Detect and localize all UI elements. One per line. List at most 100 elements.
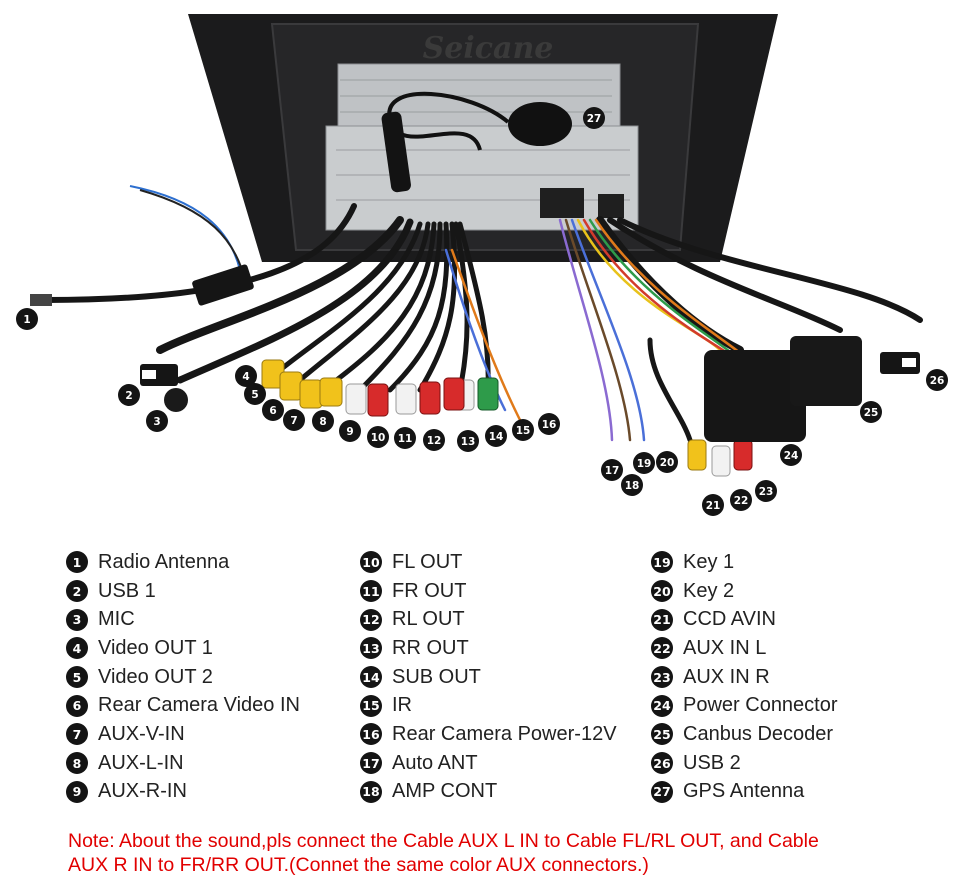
legend-label: Video OUT 2 bbox=[98, 665, 213, 688]
legend-label: GPS Antenna bbox=[683, 780, 805, 803]
chassis-top bbox=[337, 63, 621, 131]
callout-circle bbox=[118, 384, 140, 406]
number-badge: 1 bbox=[66, 551, 88, 574]
callout-circle bbox=[755, 480, 777, 502]
callout-number: 2 bbox=[125, 390, 132, 402]
legend-item: 5 Video OUT 2 bbox=[66, 663, 300, 692]
number-badge: 21 bbox=[651, 608, 673, 631]
legend-label: AMP CONT bbox=[392, 780, 498, 803]
legend-label: AUX-V-IN bbox=[98, 722, 185, 745]
number-badge: 24 bbox=[651, 694, 673, 717]
legend-label: Video OUT 1 bbox=[98, 636, 213, 659]
number-badge: 6 bbox=[66, 694, 88, 717]
callout-24: 24 bbox=[780, 444, 802, 466]
callout-number: 12 bbox=[427, 435, 442, 447]
sound-note: Note: About the sound,pls connect the Ca… bbox=[68, 829, 948, 877]
legend-item: 6 Rear Camera Video IN bbox=[66, 691, 300, 720]
legend-label: Canbus Decoder bbox=[683, 722, 834, 745]
legend-item: 23 AUX IN R bbox=[651, 663, 838, 692]
number-badge: 3 bbox=[66, 608, 88, 631]
callout-circle bbox=[235, 365, 257, 387]
callout-number: 11 bbox=[398, 433, 413, 445]
callout-23: 23 bbox=[755, 480, 777, 502]
number-badge: 14 bbox=[360, 666, 382, 689]
callout-17: 17 bbox=[601, 459, 623, 481]
legend-label: MIC bbox=[98, 608, 135, 631]
legend-label: Rear Camera Video IN bbox=[98, 694, 300, 717]
callout-circle bbox=[244, 383, 266, 405]
legend-item: 13 RR OUT bbox=[360, 634, 617, 663]
callout-number: 25 bbox=[864, 407, 879, 419]
callout-circle bbox=[312, 410, 334, 432]
usb1-port bbox=[142, 370, 156, 379]
callout-circle bbox=[780, 444, 802, 466]
number-badge: 5 bbox=[66, 666, 88, 689]
callout-number: 26 bbox=[930, 375, 945, 387]
legend-label: IR bbox=[392, 694, 412, 717]
callout-9: 9 bbox=[339, 420, 361, 442]
number-badge: 18 bbox=[360, 780, 382, 803]
usb2-plug bbox=[880, 352, 920, 374]
callout-circle bbox=[283, 409, 305, 431]
number-badge: 16 bbox=[360, 723, 382, 746]
callout-circle bbox=[633, 452, 655, 474]
callout-5: 5 bbox=[244, 383, 266, 405]
antenna-box bbox=[192, 264, 254, 306]
legend-label: AUX-L-IN bbox=[98, 751, 184, 774]
callout-circle bbox=[860, 401, 882, 423]
legend-label: RR OUT bbox=[392, 636, 469, 659]
callout-circle bbox=[538, 413, 560, 435]
callout-3: 3 bbox=[146, 410, 168, 432]
callout-number: 18 bbox=[625, 480, 640, 492]
callout-number: 20 bbox=[660, 457, 675, 469]
callout-20: 20 bbox=[656, 451, 678, 473]
callout-number: 14 bbox=[489, 431, 504, 443]
legend-label: FL OUT bbox=[392, 550, 463, 573]
legend-label: Key 2 bbox=[683, 579, 735, 602]
legend-item: 16 Rear Camera Power-12V bbox=[360, 720, 617, 749]
number-badge: 23 bbox=[651, 666, 673, 689]
callout-circle bbox=[656, 451, 678, 473]
brand-logo: Seicane bbox=[423, 31, 554, 66]
callout-12: 12 bbox=[423, 429, 445, 451]
callout-number: 5 bbox=[251, 389, 258, 401]
number-badge: 13 bbox=[360, 637, 382, 660]
callout-number: 15 bbox=[516, 425, 531, 437]
note-line-2: AUX R IN to FR/RR OUT.(Connet the same c… bbox=[68, 854, 649, 876]
legend-label: Rear Camera Power-12V bbox=[392, 722, 617, 745]
legend-label: USB 2 bbox=[683, 751, 741, 774]
callout-circle bbox=[583, 107, 605, 129]
callout-circle bbox=[621, 474, 643, 496]
power-connector bbox=[704, 350, 806, 442]
wiring-harness-diagram: Seicane bbox=[16, 14, 948, 516]
radio-antenna-plug bbox=[30, 294, 52, 306]
number-badge: 22 bbox=[651, 637, 673, 660]
legend-item: 3 MIC bbox=[66, 605, 300, 634]
legend-label: AUX IN R bbox=[683, 665, 770, 688]
number-badge: 12 bbox=[360, 608, 382, 631]
usb1-plug bbox=[140, 364, 178, 386]
callout-22: 22 bbox=[730, 489, 752, 511]
callout-19: 19 bbox=[633, 452, 655, 474]
legend-label: USB 1 bbox=[98, 579, 156, 602]
callout-14: 14 bbox=[485, 425, 507, 447]
callout-number: 8 bbox=[319, 416, 326, 428]
callout-number: 1 bbox=[23, 314, 30, 326]
legend-item: 18 AMP CONT bbox=[360, 778, 617, 807]
callout-circle bbox=[146, 410, 168, 432]
